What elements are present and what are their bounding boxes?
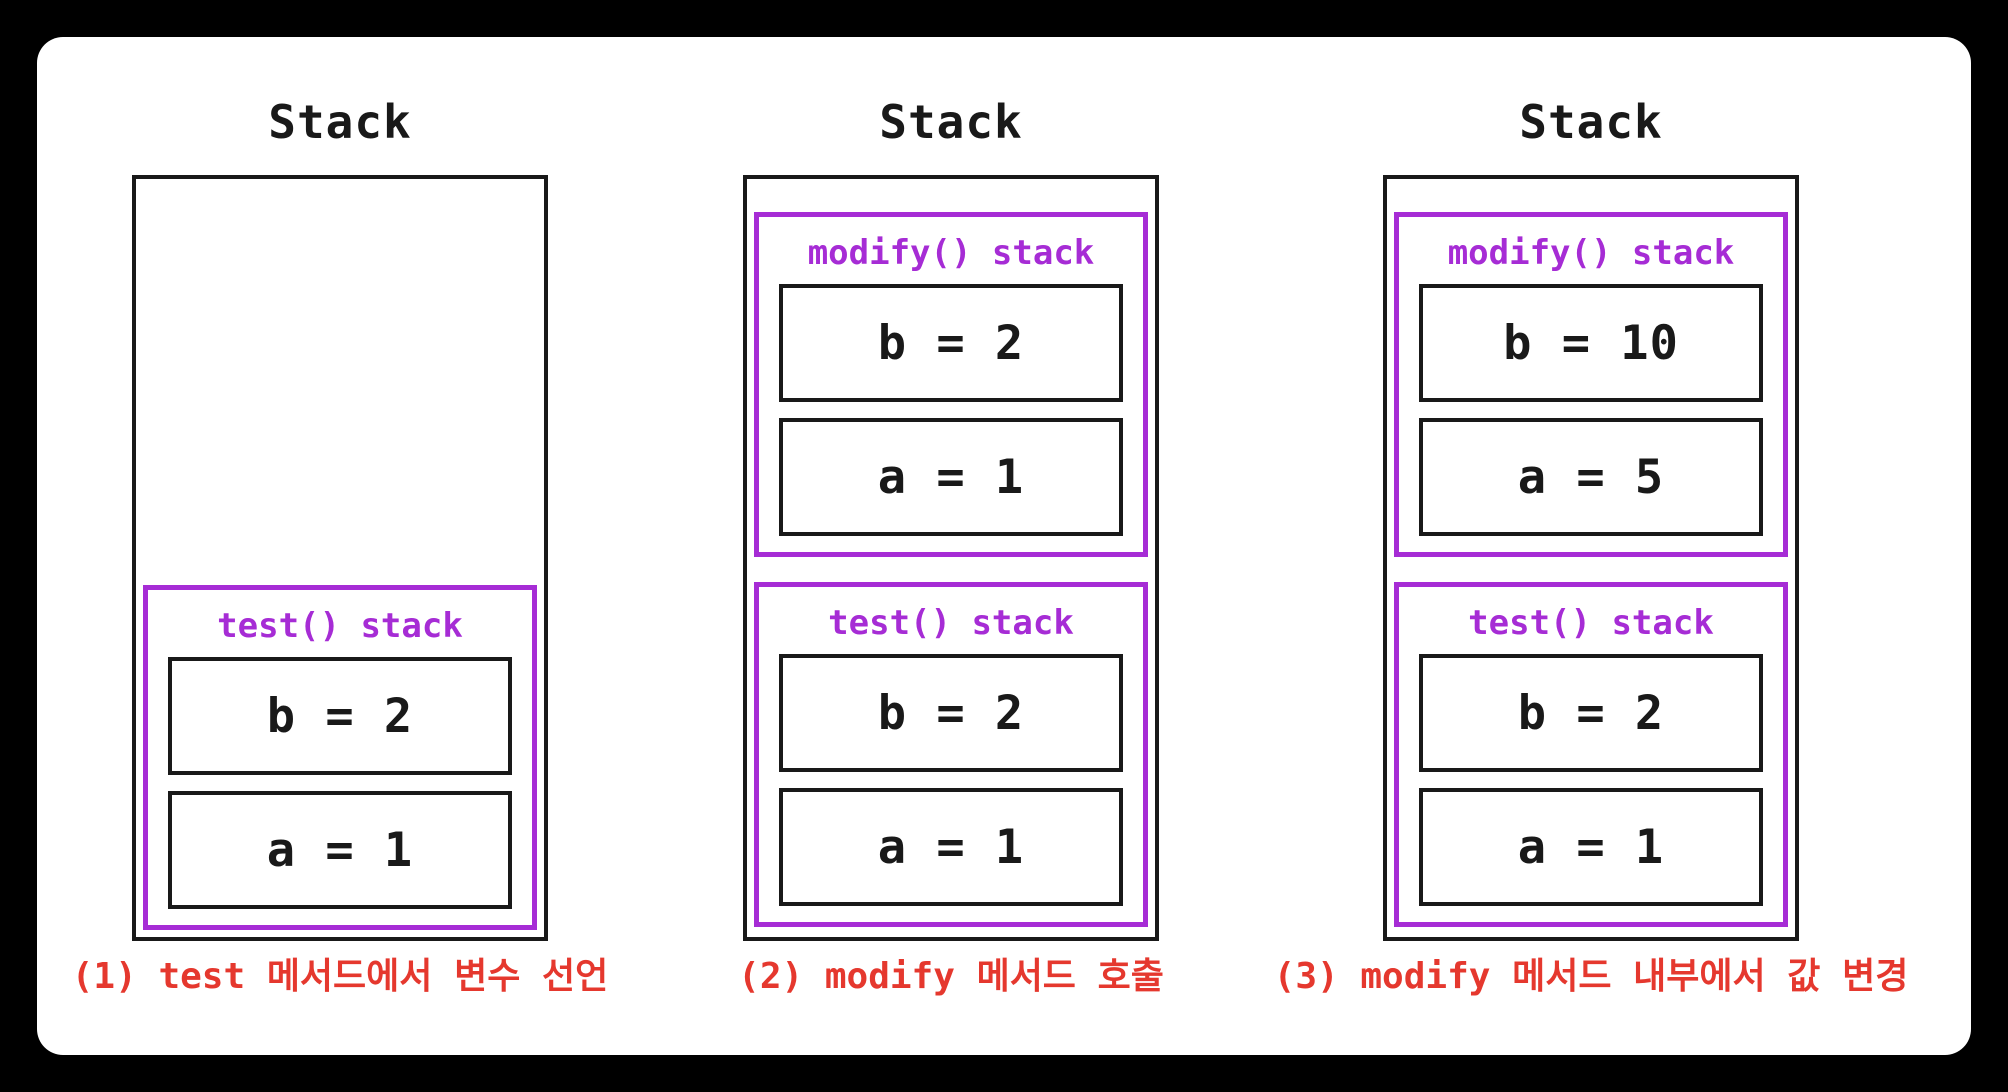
stack-panel-2: Stack modify() stack b = 2 a = 1 test() … xyxy=(738,37,1164,997)
modify-stack-frame: modify() stack b = 10 a = 5 xyxy=(1394,212,1788,557)
variable-entry: a = 1 xyxy=(779,418,1123,536)
variable-entry: b = 10 xyxy=(1419,284,1763,402)
stack-panel-3: Stack modify() stack b = 10 a = 5 test()… xyxy=(1274,37,1909,997)
variable-entry: b = 2 xyxy=(779,284,1123,402)
modify-stack-frame: modify() stack b = 2 a = 1 xyxy=(754,212,1148,557)
stack-title: Stack xyxy=(1519,95,1663,149)
test-stack-frame: test() stack b = 2 a = 1 xyxy=(754,582,1148,927)
stack-memory-box: modify() stack b = 10 a = 5 test() stack… xyxy=(1383,175,1799,941)
test-stack-frame: test() stack b = 2 a = 1 xyxy=(1394,582,1788,927)
diagram-card: Stack test() stack b = 2 a = 1 (1) test … xyxy=(37,37,1971,1055)
frame-label: modify() stack xyxy=(807,233,1095,273)
test-stack-frame: test() stack b = 2 a = 1 xyxy=(143,585,537,930)
frame-label: test() stack xyxy=(1468,603,1714,643)
frame-label: test() stack xyxy=(828,603,1074,643)
stack-panel-1: Stack test() stack b = 2 a = 1 (1) test … xyxy=(72,37,609,997)
variable-entry: a = 5 xyxy=(1419,418,1763,536)
variable-entry: b = 2 xyxy=(779,654,1123,772)
stack-title: Stack xyxy=(268,95,412,149)
empty-stack-space xyxy=(143,212,537,585)
step-caption: (1) test 메서드에서 변수 선언 xyxy=(71,956,609,997)
stack-memory-box: test() stack b = 2 a = 1 xyxy=(132,175,548,941)
variable-entry: a = 1 xyxy=(1419,788,1763,906)
stack-memory-box: modify() stack b = 2 a = 1 test() stack … xyxy=(743,175,1159,941)
variable-entry: a = 1 xyxy=(168,791,512,909)
variable-entry: b = 2 xyxy=(168,657,512,775)
stack-title: Stack xyxy=(879,95,1023,149)
step-caption: (2) modify 메서드 호출 xyxy=(738,956,1164,997)
variable-entry: a = 1 xyxy=(779,788,1123,906)
variable-entry: b = 2 xyxy=(1419,654,1763,772)
frame-label: modify() stack xyxy=(1447,233,1735,273)
step-caption: (3) modify 메서드 내부에서 값 변경 xyxy=(1273,956,1909,997)
frame-label: test() stack xyxy=(217,606,463,646)
